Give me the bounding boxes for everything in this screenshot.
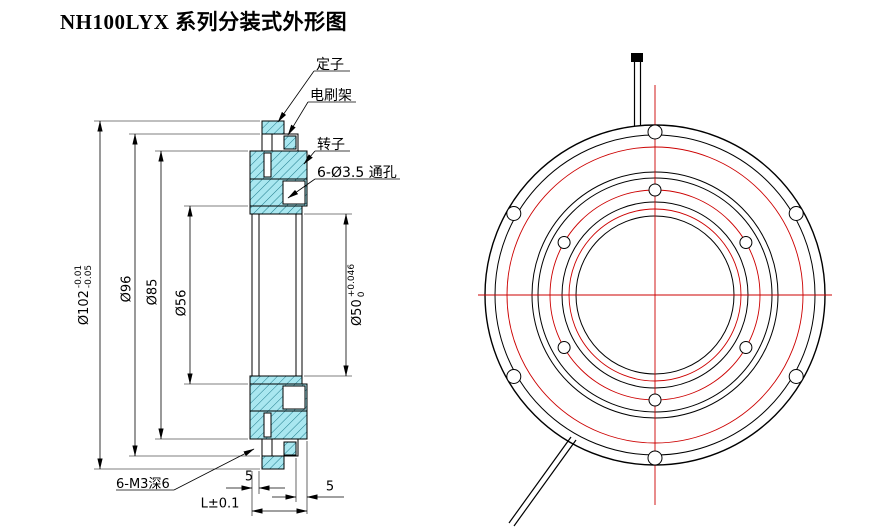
leader-brush bbox=[287, 101, 309, 136]
front-view bbox=[478, 53, 832, 527]
cable-end-cap bbox=[631, 53, 643, 62]
through-hole bbox=[557, 341, 571, 354]
through-hole bbox=[648, 183, 662, 197]
dim-d56-value: Ø56 bbox=[174, 289, 190, 317]
dim-label-d85: Ø85 bbox=[146, 279, 161, 306]
dim-d102-tolerance: -0.01 -0.05 bbox=[74, 264, 94, 289]
disc-band-bottom-section bbox=[249, 375, 303, 385]
hub-slot-top bbox=[263, 152, 272, 178]
through-hole bbox=[648, 393, 662, 407]
dim-label-d56: Ø56 bbox=[175, 290, 190, 317]
leader-lines bbox=[116, 70, 400, 491]
dim-label-tapped-holes: 6-M3深6 bbox=[116, 477, 170, 492]
callout-stator: 定子 bbox=[316, 57, 344, 73]
rotor-hub-bottom-outer-section bbox=[249, 410, 308, 440]
brush-block-bottom-section bbox=[283, 441, 297, 456]
callout-brush-holder: 电刷架 bbox=[310, 88, 352, 104]
outer-hole bbox=[647, 450, 663, 466]
hub-window-bottom bbox=[282, 385, 306, 410]
section-view bbox=[249, 120, 308, 470]
outer-hole bbox=[506, 206, 522, 221]
dim-label-length: L±0.1 bbox=[200, 496, 240, 512]
dim-d50-tolerance: +0.046 0 bbox=[347, 263, 367, 298]
callout-through-holes: 6-Ø3.5 通孔 bbox=[317, 165, 397, 181]
outer-hole bbox=[788, 369, 804, 384]
top-cable bbox=[631, 53, 643, 126]
outer-hole bbox=[506, 369, 522, 384]
leader-rotor bbox=[303, 150, 316, 165]
through-holes-inner bbox=[557, 183, 753, 407]
stator-cap-top-section bbox=[261, 120, 285, 135]
callout-rotor: 转子 bbox=[317, 137, 345, 153]
drawing-title: NH100LYX 系列分装式外形图 bbox=[60, 10, 348, 34]
leader-stator bbox=[277, 70, 315, 123]
dim-d96-value: Ø96 bbox=[119, 275, 135, 303]
dim-label-d50: Ø50 +0.046 0 bbox=[347, 263, 368, 327]
hub-slot-bottom bbox=[263, 412, 272, 438]
dim-label-d96: Ø96 bbox=[120, 276, 135, 303]
bolt-holes-outer bbox=[506, 124, 804, 466]
dim-d85-value: Ø85 bbox=[145, 278, 161, 306]
disc-band-top-section bbox=[249, 205, 303, 215]
outer-hole bbox=[647, 124, 663, 140]
through-hole bbox=[739, 341, 753, 354]
hub-window-top bbox=[282, 180, 306, 205]
outer-hole bbox=[788, 206, 804, 221]
bottom-cable bbox=[508, 436, 577, 527]
dim-label-thickness: 5 bbox=[244, 469, 254, 485]
leader-tap bbox=[173, 448, 255, 491]
leader-holes bbox=[287, 178, 316, 199]
brush-block-top-section bbox=[283, 135, 297, 150]
stator-cap-bottom-section bbox=[261, 455, 285, 470]
rotor-hub-top-outer-section bbox=[249, 150, 308, 180]
dim-label-hub-protrusion: 5 bbox=[325, 479, 335, 495]
dimension-lines bbox=[97, 120, 349, 514]
through-hole bbox=[739, 236, 753, 249]
dim-label-d102: Ø102 -0.01 -0.05 bbox=[74, 264, 95, 326]
dim-d50-value: Ø50 bbox=[350, 299, 366, 327]
through-hole bbox=[557, 236, 571, 249]
dim-d102-value: Ø102 bbox=[77, 290, 93, 326]
